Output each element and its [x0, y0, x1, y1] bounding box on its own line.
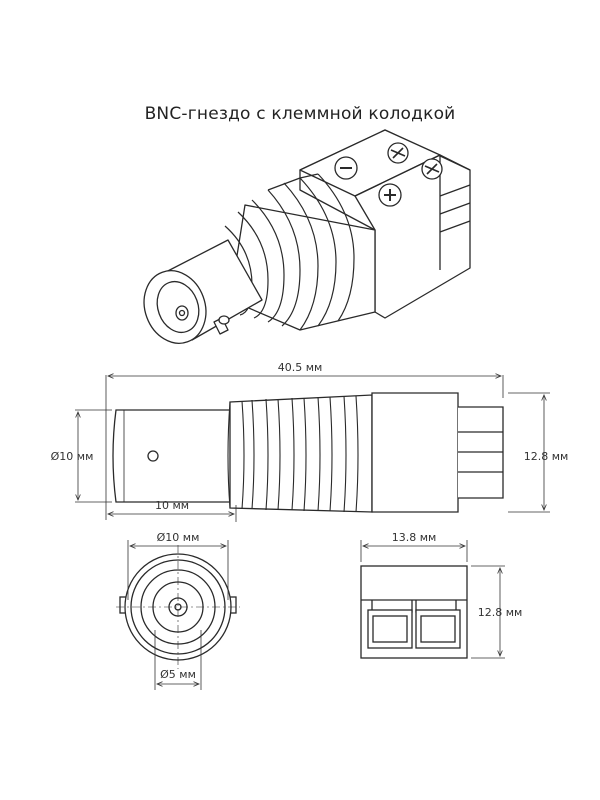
body-diameter-label: Ø10 мм: [51, 450, 94, 463]
front-view-dimensions: [127, 540, 229, 690]
total-length-label: 40.5 мм: [278, 361, 323, 374]
side-view: [112, 392, 504, 513]
screw-2-icon: [421, 158, 443, 180]
diagram-title: BNC-гнездо с клеммной колодкой: [144, 104, 456, 124]
side-height-label: 12.8 мм: [524, 450, 569, 463]
pin-diameter-label: Ø5 мм: [160, 668, 196, 681]
block-width-label: 13.8 мм: [392, 531, 437, 544]
terminal-block-dimensions: [360, 540, 505, 659]
screw-1-icon: [387, 142, 409, 164]
side-view-dimensions: [75, 375, 550, 522]
bnc-length-label: 10 мм: [155, 499, 189, 512]
front-view: [116, 545, 240, 669]
block-height-label: 12.8 мм: [478, 606, 523, 619]
terminal-block-view: [360, 565, 468, 659]
isometric-view: [143, 129, 471, 344]
bayonet-pin-icon: [147, 450, 159, 462]
front-diameter-label: Ø10 мм: [157, 531, 200, 544]
